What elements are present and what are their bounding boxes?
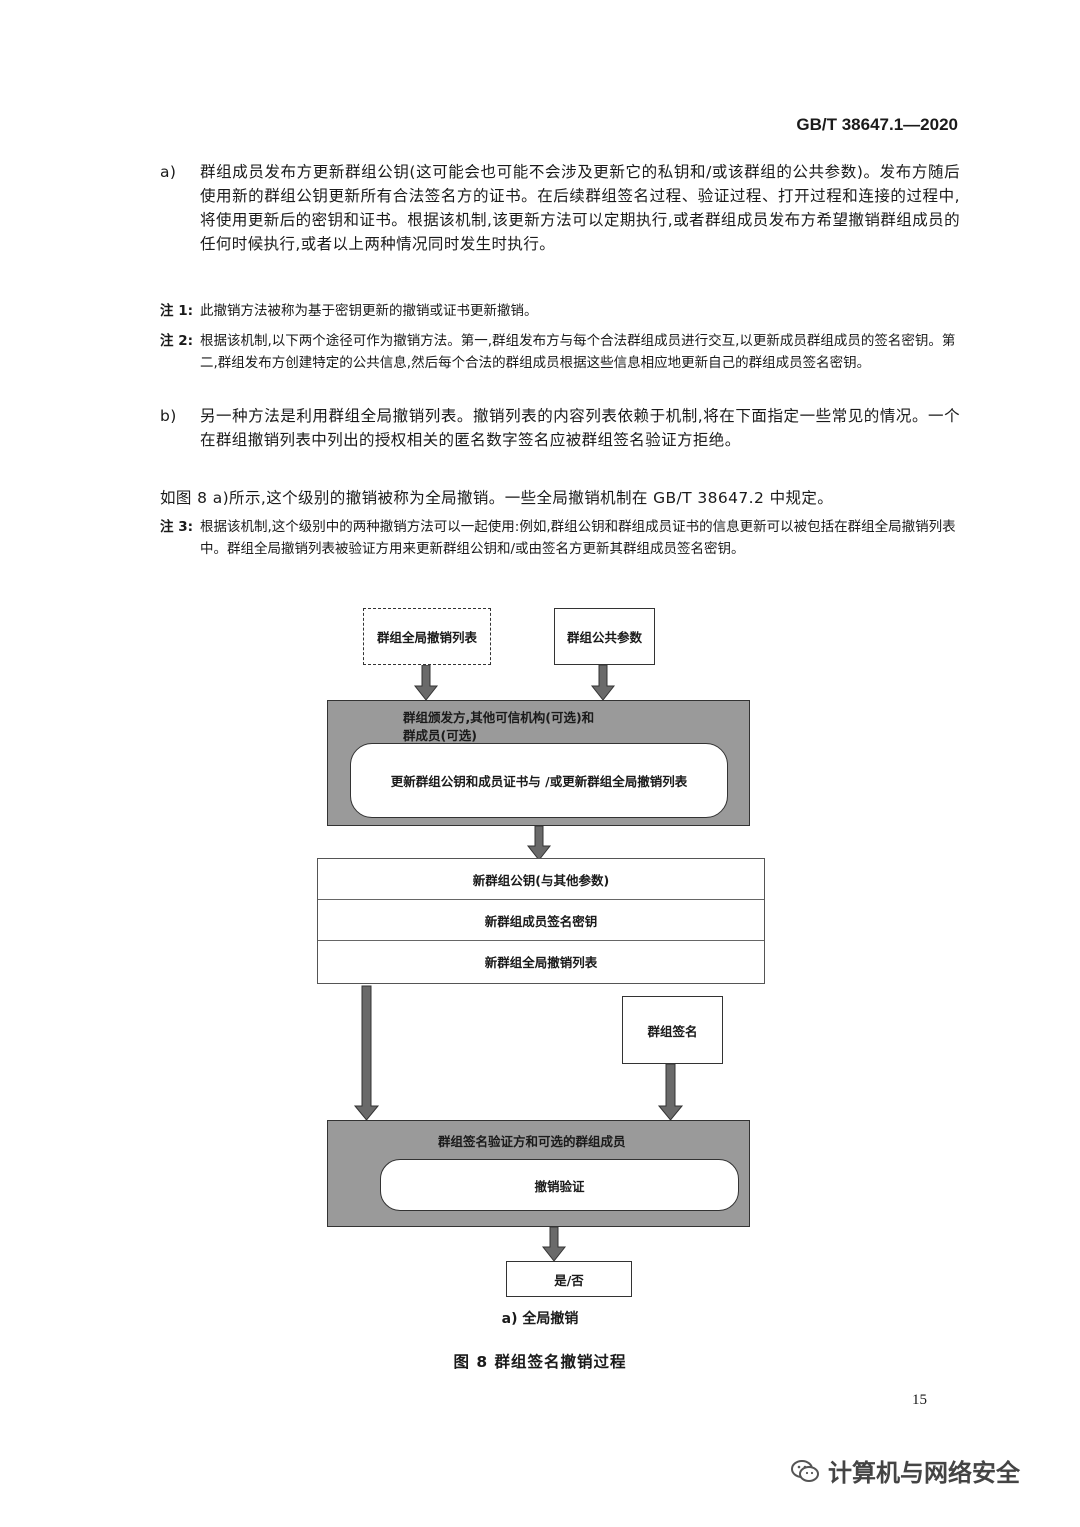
note-3-text: 根据该机制,这个级别中的两种撤销方法可以一起使用:例如,群组公钥和群组成员证书的… xyxy=(200,519,956,557)
paragraph-b-label: b) xyxy=(160,407,177,425)
arrow-public-params-down xyxy=(590,664,616,701)
result-box: 是/否 xyxy=(506,1261,632,1297)
note-1-label: 注 1: xyxy=(160,303,193,319)
arrow-revocation-list-down xyxy=(413,664,439,701)
standard-code: GB/T 38647.1—2020 xyxy=(796,115,958,134)
arrow-verifier-to-result xyxy=(541,1226,567,1262)
note-2: 注 2: 根据该机制,以下两个途径可作为撤销方法。第一,群组发布方与每个合法群组… xyxy=(160,330,960,374)
outputs-stack: 新群组公钥(与其他参数) 新群组成员签名密钥 新群组全局撤销列表 xyxy=(317,858,765,984)
group-signature-box: 群组签名 xyxy=(622,996,723,1064)
paragraph-a-text: 群组成员发布方更新群组公钥(这可能会也可能不会涉及更新它的私钥和/或该群组的公共… xyxy=(200,163,960,253)
figure-caption: 图 8 群组签名撤销过程 xyxy=(453,1353,627,1371)
note-3: 注 3: 根据该机制,这个级别中的两种撤销方法可以一起使用:例如,群组公钥和群组… xyxy=(160,516,960,560)
paragraph-a-label: a) xyxy=(160,163,177,181)
output-new-revocation-list: 新群组全局撤销列表 xyxy=(484,955,598,970)
verifier-action-box: 撤销验证 xyxy=(380,1159,739,1211)
arrow-issuer-to-outputs xyxy=(526,825,552,861)
note-2-label: 注 2: xyxy=(160,333,193,349)
issuer-panel-title-line2: 群成员(可选) xyxy=(403,728,477,743)
arrow-outputs-to-verifier xyxy=(353,985,380,1121)
paragraph-b: b) 另一种方法是利用群组全局撤销列表。撤销列表的内容列表依赖于机制,将在下面指… xyxy=(160,404,960,452)
note-1-text: 此撤销方法被称为基于密钥更新的撤销或证书更新撤销。 xyxy=(200,303,538,319)
public-params-input-box: 群组公共参数 xyxy=(554,608,655,665)
paragraph-b-text: 另一种方法是利用群组全局撤销列表。撤销列表的内容列表依赖于机制,将在下面指定一些… xyxy=(200,407,960,449)
arrow-signature-to-verifier xyxy=(657,1063,684,1121)
figure-reference-text: 如图 8 a)所示,这个级别的撤销被称为全局撤销。一些全局撤销机制在 GB/T … xyxy=(160,489,834,507)
watermark: 计算机与网络安全 xyxy=(790,1453,1020,1488)
issuer-panel-title: 群组颁发方,其他可信机构(可选)和 群成员(可选) xyxy=(403,709,594,745)
page-number: 15 xyxy=(912,1392,927,1408)
verifier-panel-title: 群组签名验证方和可选的群组成员 xyxy=(438,1134,626,1149)
watermark-text: 计算机与网络安全 xyxy=(828,1459,1020,1487)
revocation-list-input-box: 群组全局撤销列表 xyxy=(363,608,491,665)
output-new-public-key: 新群组公钥(与其他参数) xyxy=(318,859,764,900)
paragraph-a: a) 群组成员发布方更新群组公钥(这可能会也可能不会涉及更新它的私钥和/或该群组… xyxy=(160,160,960,256)
note-2-text: 根据该机制,以下两个途径可作为撤销方法。第一,群组发布方与每个合法群组成员进行交… xyxy=(200,333,956,371)
issuer-action-box: 更新群组公钥和成员证书与 /或更新群组全局撤销列表 xyxy=(350,743,728,818)
subfigure-caption: a) 全局撤销 xyxy=(501,1311,579,1327)
wechat-icon xyxy=(791,1459,819,1482)
issuer-panel-title-line1: 群组颁发方,其他可信机构(可选)和 xyxy=(403,710,595,725)
note-3-label: 注 3: xyxy=(160,519,193,535)
output-new-member-key: 新群组成员签名密钥 xyxy=(318,900,764,941)
note-1: 注 1: 此撤销方法被称为基于密钥更新的撤销或证书更新撤销。 xyxy=(160,300,960,322)
